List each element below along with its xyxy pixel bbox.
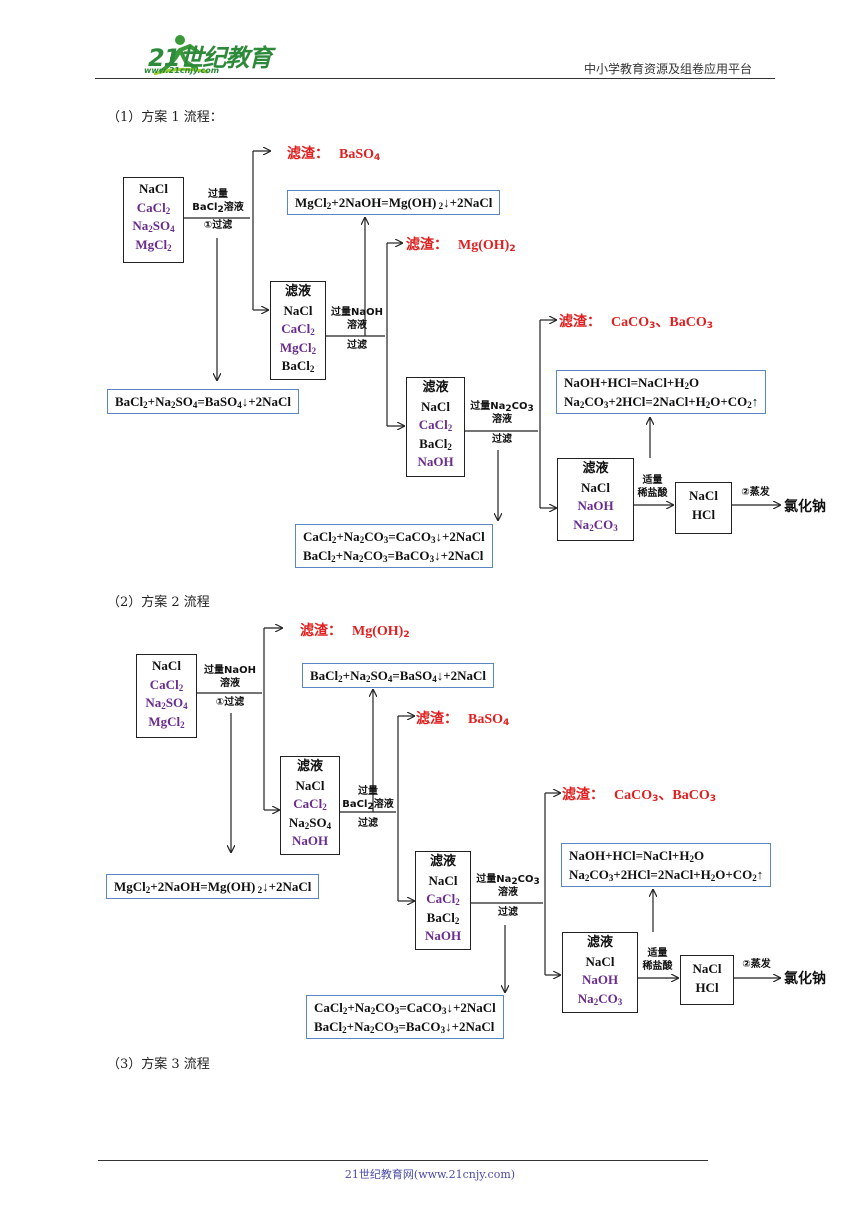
s1-product: 氯化钠 — [784, 499, 826, 515]
scheme2-title: （2）方案 2 流程 — [107, 595, 210, 610]
s1-eq-mgcl2-naoh: MgCl2+2NaOH=Mg(OH) 2↓+2NaCl — [287, 190, 501, 215]
s2-filtrate2-box: 滤液 NaCl CaCl2 BaCl2 NaOH — [415, 851, 471, 950]
s1-start-mgcl2: MgCl2 — [135, 236, 172, 253]
s1-filtrate3-box: 滤液 NaCl NaOH Na2CO3 — [557, 458, 634, 541]
scheme1-start-box: NaCl CaCl2 Na2SO4 MgCl2 — [123, 177, 184, 263]
s2-residue-carbonates: 滤渣：CaCO3、BaCO3 — [562, 787, 716, 804]
header-divider — [95, 78, 775, 79]
s2-eq-mgcl2-naoh: MgCl2+2NaOH=Mg(OH) 2↓+2NaCl — [106, 874, 320, 899]
s2-step1-label: 过量NaOH 溶液 ①过滤 — [204, 665, 256, 708]
footer-text: 21世纪教育网(www.21cnjy.com) — [344, 1168, 516, 1181]
scheme2-start-box: NaCl CaCl2 Na2SO4 MgCl2 — [136, 654, 197, 738]
logo-url: www.21cnjy.com — [144, 66, 220, 75]
s1-step5-label: ②蒸发 — [741, 487, 770, 498]
platform-name: 中小学教育资源及组卷应用平台 — [583, 62, 752, 76]
s2-residue-baso4: 滤渣：BaSO4 — [416, 711, 510, 728]
s1-start-na2so4: Na2SO4 — [132, 218, 175, 234]
footer-divider — [98, 1160, 708, 1161]
s1-start-cacl2: CaCl2 — [136, 199, 171, 216]
s1-step2-label: 过量NaOH 溶液 过滤 — [331, 307, 383, 351]
s2-eq-neutralize: NaOH+HCl=NaCl+H2O Na2CO3+2HCl=2NaCl+H2O+… — [561, 843, 772, 887]
s1-filtrate1-box: 滤液 NaCl CaCl2 MgCl2 BaCl2 — [270, 281, 326, 380]
s1-filtrate2-box: 滤液 NaCl CaCl2 BaCl2 NaOH — [406, 377, 465, 477]
s1-residue-mgoh2: 滤渣：Mg(OH)2 — [406, 237, 516, 254]
s2-eq-bacl2-na2so4: BaCl2+Na2SO4=BaSO4↓+2NaCl — [302, 663, 495, 688]
s2-filtrate3-box: 滤液 NaCl NaOH Na2CO3 — [562, 932, 638, 1013]
logo-runner-icon — [153, 35, 209, 76]
s1-eq-neutralize: NaOH+HCl=NaCl+H2O Na2CO3+2HCl=2NaCl+H2O+… — [556, 370, 767, 414]
s2-product: 氯化钠 — [784, 971, 826, 987]
s1-start-nacl: NaCl — [139, 181, 168, 196]
logo-text: 21世纪教育 — [148, 44, 272, 72]
s1-residue-baso4: 滤渣：BaSO4 — [287, 146, 381, 163]
s2-step2-label: 过量 BaCl2溶液 过滤 — [342, 786, 394, 829]
s2-step3-label: 过量Na2CO3 溶液 过滤 — [476, 874, 540, 918]
s2-filtrate1-box: 滤液 NaCl CaCl2 Na2SO4 NaOH — [280, 756, 340, 855]
s1-step1-label: 过量 BaCl2溶液 ①过滤 — [192, 189, 244, 231]
s2-hcl-box: NaCl HCl — [680, 955, 734, 1005]
s2-residue-mgoh2: 滤渣：Mg(OH)2 — [300, 623, 410, 640]
scheme3-title: （3）方案 3 流程 — [107, 1057, 210, 1072]
scheme1-title: （1）方案 1 流程： — [107, 110, 223, 125]
s1-step4-label: 适量 稀盐酸 — [637, 475, 668, 499]
s1-eq-bacl2-na2so4: BaCl2+Na2SO4=BaSO4↓+2NaCl — [107, 389, 300, 414]
s2-eq-carbonate-precip: CaCl2+Na2CO3=CaCO3↓+2NaCl BaCl2+Na2CO3=B… — [306, 995, 504, 1039]
s2-step5-label: ②蒸发 — [742, 959, 771, 970]
s1-eq-carbonate-precip: CaCl2+Na2CO3=CaCO3↓+2NaCl BaCl2+Na2CO3=B… — [295, 524, 493, 568]
s1-residue-carbonates: 滤渣：CaCO3、BaCO3 — [559, 314, 713, 331]
s1-step3-label: 过量Na2CO3 溶液 过滤 — [470, 401, 534, 445]
s1-hcl-box: NaCl HCl — [675, 482, 732, 534]
s2-step4-label: 适量 稀盐酸 — [642, 948, 673, 972]
